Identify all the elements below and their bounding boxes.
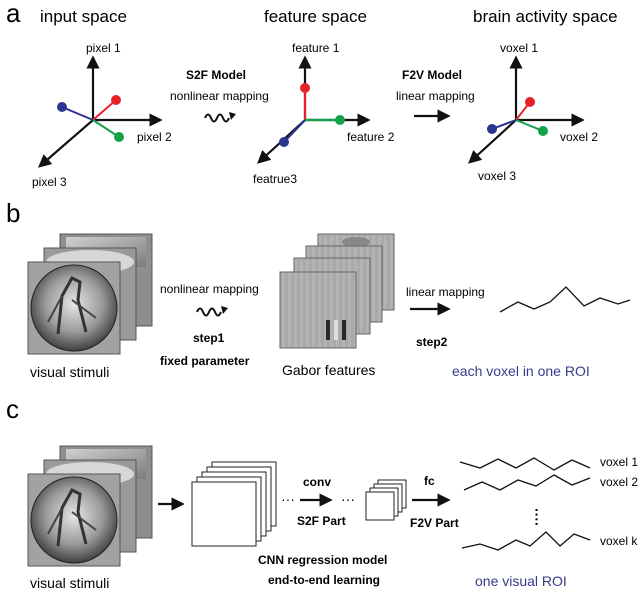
voxel-label-2: voxel 2 bbox=[600, 475, 638, 489]
input-space-title: input space bbox=[40, 7, 127, 26]
feature-axis-up-label: feature 1 bbox=[292, 41, 340, 55]
s2f-model-caption: nonlinear mapping bbox=[170, 89, 269, 103]
stimuli-label-c: visual stimuli bbox=[30, 575, 109, 591]
stimuli-stack-b bbox=[27, 233, 153, 355]
panel-a-letter: a bbox=[6, 0, 21, 28]
cnn-layer-stack-large bbox=[191, 461, 277, 547]
voxel-label-k: voxel k bbox=[600, 534, 638, 548]
voxel-label-1: voxel 1 bbox=[600, 455, 638, 469]
dots-icon: ··· bbox=[281, 491, 295, 507]
voxel-trace-2 bbox=[463, 474, 591, 491]
fixed-parameter-label: fixed parameter bbox=[160, 354, 250, 368]
linear-mapping-label-b: linear mapping bbox=[406, 285, 485, 299]
voxel-trace-k bbox=[461, 531, 591, 551]
input-axis-down-label: pixel 3 bbox=[32, 175, 67, 189]
stimuli-label-b: visual stimuli bbox=[30, 364, 109, 380]
feature-axis-down-label: featrue3 bbox=[253, 172, 297, 186]
input-space-axes bbox=[38, 55, 163, 168]
panel-b-letter: b bbox=[6, 198, 20, 228]
panel-c-letter: c bbox=[6, 394, 19, 424]
brain-space-title: brain activity space bbox=[473, 7, 618, 26]
s2f-part-label: S2F Part bbox=[297, 514, 346, 528]
wavy-arrow-icon bbox=[196, 307, 222, 317]
dots-icon: ···· bbox=[529, 508, 545, 527]
input-axis-up-label: pixel 1 bbox=[86, 41, 121, 55]
f2v-model-caption: linear mapping bbox=[396, 89, 475, 103]
wavy-arrow-head-icon bbox=[221, 306, 228, 314]
feature-space-axes bbox=[257, 55, 371, 164]
feature-axis-right-label: feature 2 bbox=[347, 130, 395, 144]
end-to-end-label: end-to-end learning bbox=[268, 573, 380, 587]
voxel-axis-down-label: voxel 3 bbox=[478, 169, 516, 183]
conv-label: conv bbox=[303, 475, 331, 489]
stimuli-stack-c bbox=[27, 445, 153, 567]
dots-icon: ··· bbox=[341, 491, 355, 507]
voxel-axis-right-label: voxel 2 bbox=[560, 130, 598, 144]
step2-label: step2 bbox=[416, 335, 448, 349]
voxel-space-axes bbox=[468, 55, 585, 164]
cnn-regression-label: CNN regression model bbox=[258, 553, 387, 567]
gabor-feature-stack bbox=[279, 233, 395, 349]
feature-space-title: feature space bbox=[264, 7, 367, 26]
fc-label: fc bbox=[424, 474, 435, 488]
f2v-model-title: F2V Model bbox=[402, 68, 462, 82]
input-axis-right-label: pixel 2 bbox=[137, 130, 172, 144]
nonlinear-mapping-label-b: nonlinear mapping bbox=[160, 282, 259, 296]
wavy-arrow-head-icon bbox=[229, 112, 236, 120]
roi-label: one visual ROI bbox=[475, 573, 567, 589]
voxel-trace-1 bbox=[459, 457, 591, 471]
gabor-features-label: Gabor features bbox=[282, 362, 375, 378]
cnn-layer-stack-small bbox=[365, 479, 407, 521]
voxel-axis-up-label: voxel 1 bbox=[500, 41, 538, 55]
voxel-response-trace-b bbox=[499, 286, 631, 313]
voxel-roi-note: each voxel in one ROI bbox=[452, 363, 590, 379]
s2f-model-title: S2F Model bbox=[186, 68, 246, 82]
wavy-arrow-icon bbox=[204, 113, 230, 123]
step1-label: step1 bbox=[193, 331, 225, 345]
f2v-part-label: F2V Part bbox=[410, 516, 459, 530]
